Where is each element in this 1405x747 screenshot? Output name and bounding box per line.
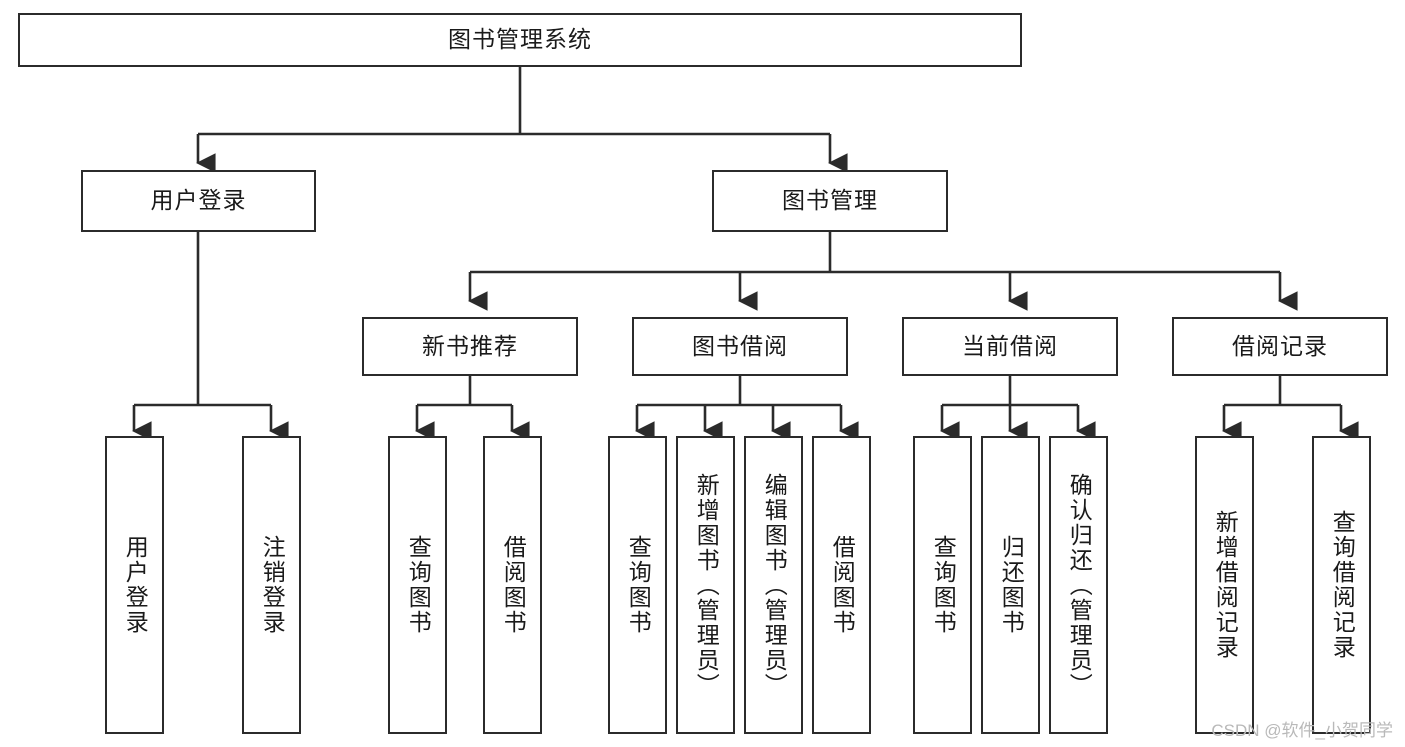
node-book-manage[interactable]: 图书管理 [712,170,948,232]
node-leaf-edit-book[interactable]: 编辑图书（管理员） [744,436,803,734]
node-leaf-user-login[interactable]: 用户登录 [105,436,164,734]
node-leaf-query-book-2-label: 查询图书 [625,535,652,635]
node-leaf-query-book-3[interactable]: 查询图书 [913,436,972,734]
node-leaf-logout-label: 注销登录 [259,535,286,635]
node-leaf-return-book[interactable]: 归还图书 [981,436,1040,734]
node-leaf-borrow-book-1-label: 借阅图书 [500,535,527,635]
node-leaf-borrow-book-2[interactable]: 借阅图书 [812,436,871,734]
node-user-login[interactable]: 用户登录 [81,170,316,232]
node-current-borrow-label: 当前借阅 [962,332,1058,359]
node-leaf-query-book-1[interactable]: 查询图书 [388,436,447,734]
node-leaf-borrow-book-1[interactable]: 借阅图书 [483,436,542,734]
node-leaf-query-record-label: 查询借阅记录 [1329,510,1356,660]
node-root-label: 图书管理系统 [448,26,592,53]
node-new-book-rec[interactable]: 新书推荐 [362,317,578,376]
node-borrow-record-label: 借阅记录 [1232,332,1328,359]
node-leaf-edit-book-label: 编辑图书（管理员） [761,472,788,698]
node-leaf-confirm-return[interactable]: 确认归还（管理员） [1049,436,1108,734]
node-leaf-logout[interactable]: 注销登录 [242,436,301,734]
node-book-borrow-label: 图书借阅 [692,332,788,359]
node-leaf-user-login-label: 用户登录 [122,535,149,635]
node-leaf-add-book[interactable]: 新增图书（管理员） [676,436,735,734]
csdn-watermark: CSDN @软件_小贺同学 [1211,721,1393,740]
node-user-login-label: 用户登录 [150,187,247,214]
node-leaf-confirm-return-label: 确认归还（管理员） [1066,472,1093,698]
node-leaf-query-record[interactable]: 查询借阅记录 [1312,436,1371,734]
node-leaf-return-book-label: 归还图书 [998,535,1025,635]
node-book-manage-label: 图书管理 [782,187,878,214]
node-leaf-add-record-label: 新增借阅记录 [1212,510,1239,660]
node-leaf-query-book-1-label: 查询图书 [405,535,432,635]
node-borrow-record[interactable]: 借阅记录 [1172,317,1388,376]
node-leaf-add-book-label: 新增图书（管理员） [693,472,720,698]
node-leaf-borrow-book-2-label: 借阅图书 [829,535,856,635]
node-new-book-rec-label: 新书推荐 [422,332,518,359]
node-root[interactable]: 图书管理系统 [18,13,1022,67]
node-leaf-query-book-2[interactable]: 查询图书 [608,436,667,734]
node-current-borrow[interactable]: 当前借阅 [902,317,1118,376]
node-leaf-add-record[interactable]: 新增借阅记录 [1195,436,1254,734]
node-book-borrow[interactable]: 图书借阅 [632,317,848,376]
node-leaf-query-book-3-label: 查询图书 [930,535,957,635]
